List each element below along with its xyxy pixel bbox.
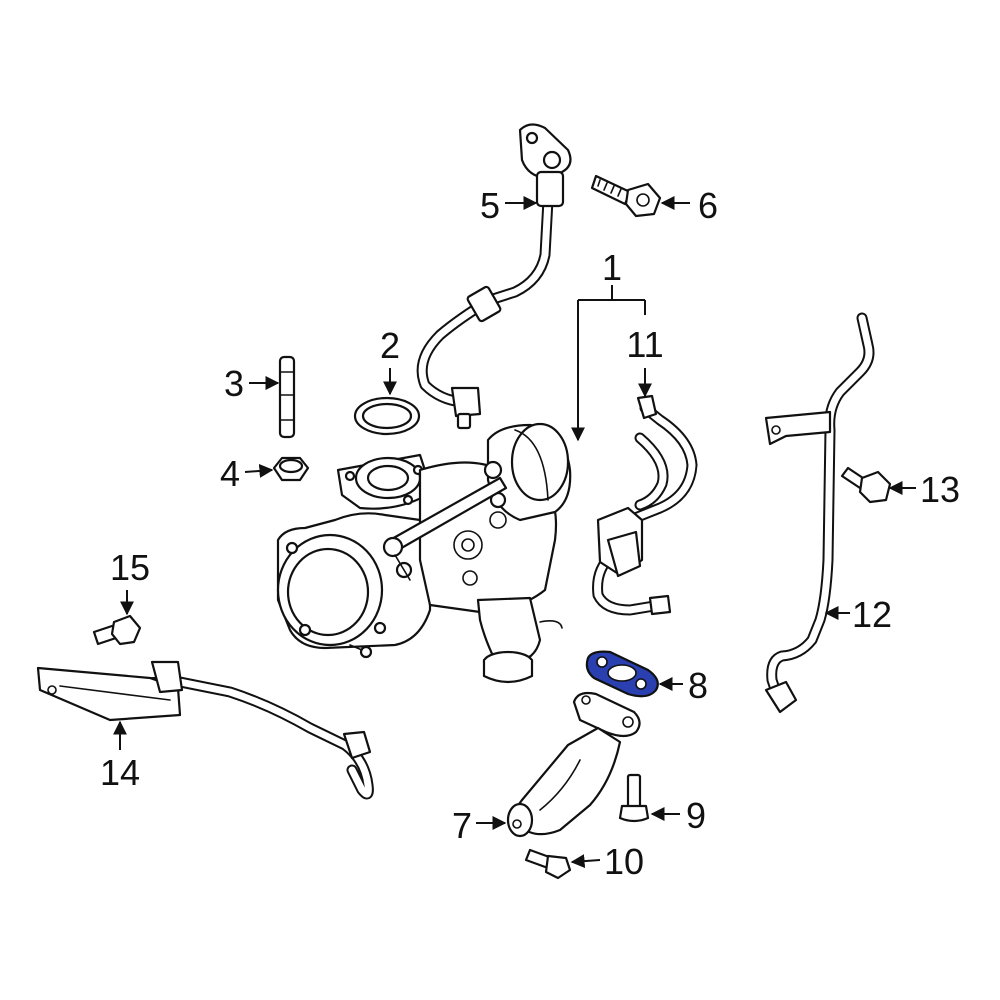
- part-1-turbocharger[interactable]: [276, 422, 572, 684]
- part-3-stud[interactable]: [278, 355, 296, 439]
- part-4-nut[interactable]: [272, 456, 310, 482]
- callout-4: 4: [220, 453, 240, 494]
- callout-15: 15: [110, 547, 150, 588]
- callout-11: 11: [626, 324, 663, 365]
- part-11-coolant-line[interactable]: [592, 394, 698, 616]
- part-13-bolt[interactable]: [840, 466, 892, 504]
- callout-8: 8: [688, 665, 708, 706]
- callout-12: 12: [852, 594, 892, 635]
- callout-10: 10: [604, 841, 644, 882]
- part-15-bolt[interactable]: [92, 614, 142, 646]
- part-5-oil-feed-line[interactable]: [416, 123, 572, 430]
- callout-7: 7: [452, 805, 472, 846]
- part-14-oil-return-line[interactable]: [36, 660, 374, 800]
- part-6-bolt[interactable]: [590, 174, 662, 218]
- part-12-return-line[interactable]: [764, 312, 875, 714]
- part-9-bolt[interactable]: [618, 773, 650, 823]
- part-8-gasket-highlighted[interactable]: [585, 650, 659, 698]
- part-2-gasket-ring[interactable]: [353, 396, 421, 436]
- callout-5: 5: [480, 185, 500, 226]
- callout-14: 14: [100, 752, 140, 793]
- callout-1: 1: [602, 247, 622, 288]
- callout-labels: 1 11 2 3 4 5 6 13 12 15 14 8 7 9 10: [100, 185, 960, 882]
- part-10-bolt[interactable]: [524, 848, 572, 880]
- callout-9: 9: [686, 795, 706, 836]
- leader-lines: [113, 196, 916, 869]
- part-7-oil-tube[interactable]: [506, 691, 641, 838]
- callout-6: 6: [698, 185, 718, 226]
- callout-3: 3: [224, 363, 244, 404]
- callout-2: 2: [380, 325, 400, 366]
- callout-13: 13: [920, 469, 960, 510]
